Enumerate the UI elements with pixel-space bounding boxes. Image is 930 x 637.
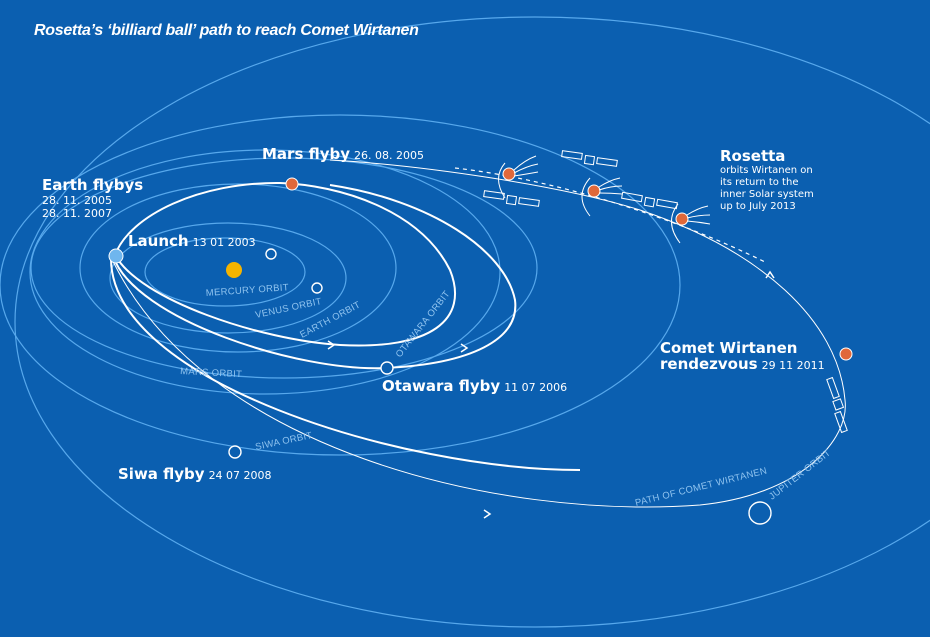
siwa-marker	[228, 445, 242, 459]
rendezvous-name-line1: Comet Wirtanen	[660, 339, 798, 357]
otawara-flyby-date: 11 07 2006	[504, 381, 568, 394]
jupiter-marker	[748, 501, 772, 525]
rosetta-spacecraft-icon	[483, 190, 540, 207]
comet-tail-icon	[513, 155, 539, 177]
earth-flyby-date: 28. 11. 2007	[42, 207, 112, 220]
trajectory-loop-1	[114, 181, 456, 347]
rendezvous-date: 29 11 2011	[761, 359, 825, 372]
rosetta-description-line: up to July 2013	[720, 201, 796, 212]
diagram-title: Rosetta’s ‘billiard ball’ path to reach …	[34, 22, 419, 39]
earth-flybys-name: Earth flybys	[42, 176, 144, 194]
rosetta-description-line: orbits Wirtanen on	[720, 165, 813, 176]
comet-wirtanen-path	[109, 159, 846, 508]
orbit-arc-icon	[498, 162, 506, 199]
comet-tail-icon	[686, 205, 711, 225]
siwa-flyby-name: Siwa flyby	[118, 465, 205, 483]
rosetta-label: Rosetta orbits Wirtanen on its return to…	[720, 147, 814, 213]
comet-tail-icon	[598, 177, 623, 195]
rosetta-description-line: its return to the	[720, 177, 799, 188]
orbit-arc-icon	[581, 177, 591, 217]
comet-marker	[502, 167, 516, 181]
otawara-marker	[380, 361, 394, 375]
siwa-orbit-label: SIWA ORBIT	[254, 430, 313, 453]
mars-flyby-date: 26. 08. 2005	[354, 149, 424, 162]
earth-flyby-date: 28. 11. 2005	[42, 194, 112, 207]
earth-flybys-label: Earth flybys 28. 11. 2005 28. 11. 2007	[42, 176, 143, 220]
mars-marker	[285, 177, 299, 191]
rosetta-name: Rosetta	[720, 147, 786, 165]
comet-marker	[587, 184, 601, 198]
venus-marker	[265, 248, 277, 260]
trajectory-loop-3	[109, 257, 581, 471]
launch-date: 13 01 2003	[192, 236, 256, 249]
sun-icon	[226, 262, 242, 278]
rosetta-spacecraft-icon	[621, 191, 678, 210]
earth-marker	[311, 282, 323, 294]
siwa-flyby-date: 24 07 2008	[208, 469, 272, 482]
direction-arrow	[327, 340, 336, 350]
otawara-orbit	[30, 157, 538, 379]
jupiter-orbit-label: JUPITER ORBIT	[767, 447, 833, 502]
comet-path-label: PATH OF COMET WIRTANEN	[634, 465, 768, 508]
mars-orbit-label: MARS ORBIT	[180, 366, 243, 380]
mars-orbit	[29, 149, 501, 395]
mercury-orbit	[144, 237, 306, 307]
venus-orbit	[109, 222, 347, 334]
venus-orbit-label: VENUS ORBIT	[254, 296, 323, 321]
trajectory-loop-2	[112, 184, 517, 370]
siwa-orbit	[0, 114, 681, 456]
otawara-orbit-label: OTAWARA ORBIT	[394, 289, 453, 360]
mercury-orbit-label: MERCURY ORBIT	[205, 282, 289, 299]
direction-arrow	[460, 343, 469, 353]
orbit-arc-icon	[671, 203, 681, 244]
rosetta-spacecraft-icon	[561, 150, 618, 167]
rosetta-orbit-dashed	[454, 167, 766, 263]
mars-flyby-name: Mars flyby	[262, 145, 351, 163]
earth-orbit	[79, 183, 397, 353]
direction-arrow	[483, 509, 492, 519]
launch-name: Launch	[128, 232, 189, 250]
rosetta-description-line: inner Solar system	[720, 189, 814, 200]
rosetta-spacecraft-icon	[826, 376, 848, 434]
rendezvous-name-line2: rendezvous	[660, 355, 758, 373]
launch-earth-marker	[108, 248, 124, 264]
rendezvous-marker	[839, 347, 853, 361]
jupiter-orbit	[14, 16, 930, 628]
direction-arrow	[765, 270, 775, 279]
otawara-flyby-name: Otawara flyby	[382, 377, 501, 395]
comet-marker	[675, 212, 689, 226]
